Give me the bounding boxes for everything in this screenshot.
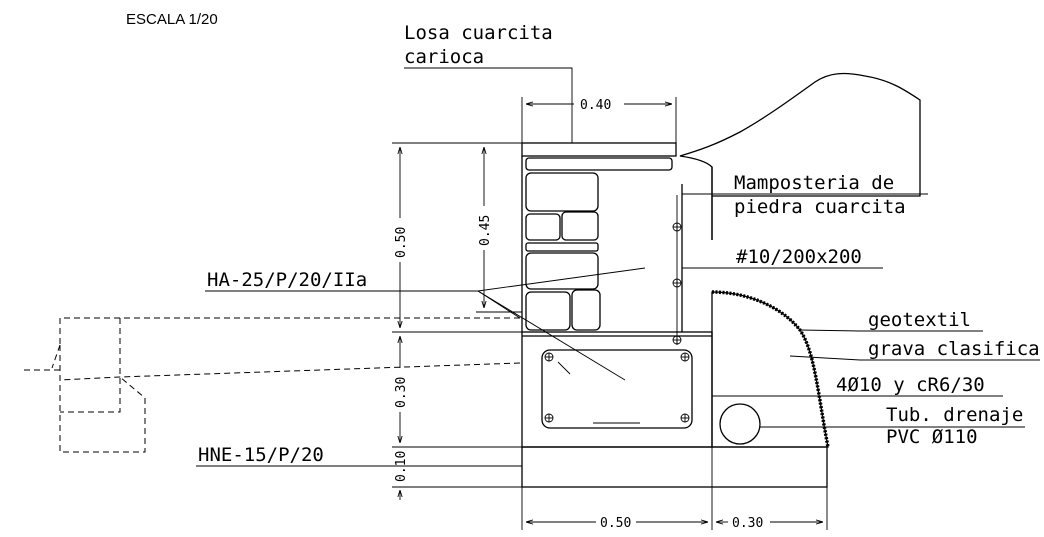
svg-text:0.40: 0.40 xyxy=(580,98,611,113)
dim-slab-width: 0.40 xyxy=(521,97,677,143)
dim-masonry-height: 0.45 xyxy=(476,147,522,313)
svg-text:0.30: 0.30 xyxy=(732,516,763,531)
label-masonry-1: Mamposteria de xyxy=(734,172,894,194)
label-masonry-2: piedra cuarcita xyxy=(734,196,906,218)
rebar-cage xyxy=(541,349,693,429)
svg-text:0.50: 0.50 xyxy=(394,227,409,258)
label-slab-2: carioca xyxy=(404,46,484,68)
quartzite-slab xyxy=(521,142,677,157)
scale-label: ESCALA 1/20 xyxy=(126,11,218,28)
svg-text:0.50: 0.50 xyxy=(600,516,631,531)
gravel-fill xyxy=(711,291,829,448)
soil-hatch xyxy=(679,72,921,240)
leader-lines xyxy=(196,67,1040,467)
svg-text:0.30: 0.30 xyxy=(394,377,409,408)
geotextile-line xyxy=(711,290,830,448)
svg-text:0.45: 0.45 xyxy=(478,215,493,246)
label-slab-1: Losa cuarcita xyxy=(404,22,553,44)
label-rebar: 4Ø10 y cR6/30 xyxy=(836,374,985,396)
label-drain-2: PVC Ø110 xyxy=(886,426,978,448)
dim-wall-height: 0.50 xyxy=(392,142,522,333)
label-drain-1: Tub. drenaje xyxy=(886,404,1023,426)
label-gravel: grava clasifica xyxy=(868,338,1040,360)
drain-pipe xyxy=(719,403,761,445)
lean-concrete-base xyxy=(521,446,828,488)
annotation-labels: Losa cuarcita carioca Mamposteria de pie… xyxy=(198,22,1040,466)
mesh-bars xyxy=(672,195,682,345)
existing-structure-dashed xyxy=(22,317,521,453)
dim-bottom: 0.50 0.30 xyxy=(521,447,828,531)
label-concrete: HA-25/P/20/IIa xyxy=(207,269,367,291)
label-mesh: #10/200x200 xyxy=(736,246,862,268)
label-lean-concrete: HNE-15/P/20 xyxy=(198,444,324,466)
dim-base-height: 0.10 xyxy=(392,451,522,500)
label-geotextile: geotextil xyxy=(868,309,971,331)
footing xyxy=(521,331,713,448)
masonry-stones xyxy=(525,157,673,331)
rebar-bars xyxy=(544,352,690,424)
dim-footing-height: 0.30 xyxy=(392,336,522,448)
